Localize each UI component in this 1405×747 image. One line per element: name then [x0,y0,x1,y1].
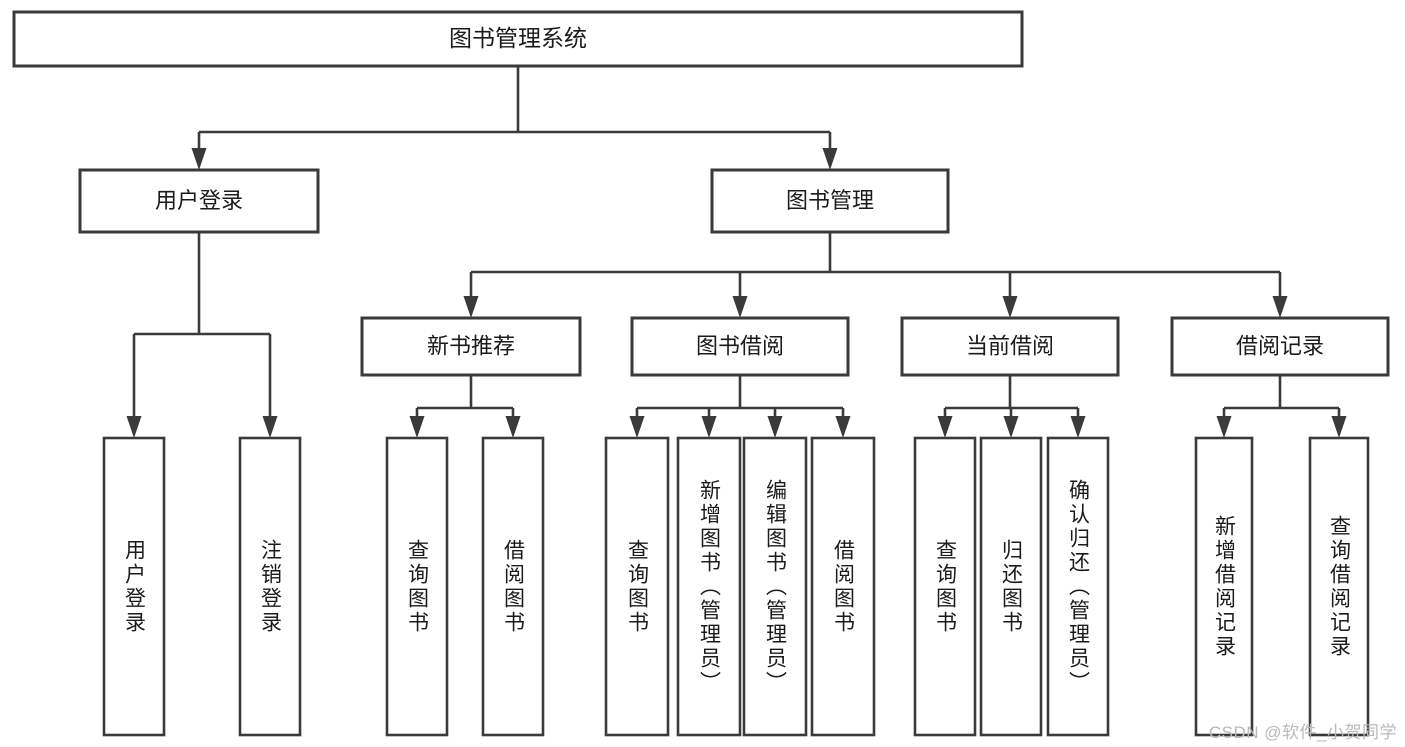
node-box-user-login[interactable] [78,168,320,234]
arrow-head-icon [463,296,479,318]
node-box-book-borrow[interactable] [630,316,850,377]
node-box-borrow-record[interactable] [1170,316,1390,377]
arrow-head-icon [262,416,278,438]
node-box-leaf-confirm-return[interactable] [1046,436,1110,737]
connector-layer [126,66,1347,438]
arrow-head-icon [732,296,748,318]
arrow-head-icon [1272,296,1288,318]
node-label-current-borrow: 当前借阅 [966,333,1054,358]
node-box-leaf-add-book[interactable] [676,436,742,737]
node-label-book-manage: 图书管理 [786,188,874,213]
node-label-new-book-rec: 新书推荐 [427,333,515,358]
arrow-head-icon [767,416,783,438]
arrow-head-icon [191,148,207,170]
node-label-user-login: 用户登录 [155,188,243,213]
node-box-book-manage[interactable] [710,168,950,234]
arrow-head-icon [1331,416,1347,438]
node-box-leaf-add-borrow-record[interactable] [1194,436,1254,737]
arrow-head-icon [1003,416,1019,438]
node-box-current-borrow[interactable] [900,316,1120,377]
arrow-head-icon [409,416,425,438]
arrow-head-icon [822,148,838,170]
node-box-leaf-query-book-rec[interactable] [385,436,449,737]
node-box-leaf-edit-book[interactable] [742,436,808,737]
node-box-leaf-user-login[interactable] [102,436,166,737]
node-box-layer [12,10,1390,737]
arrow-head-icon [505,416,521,438]
watermark-text: CSDN @软件_小贺同学 [1208,723,1397,742]
arrow-head-icon [1002,296,1018,318]
node-box-leaf-query-book-borrow[interactable] [604,436,670,737]
node-box-leaf-query-borrow-record[interactable] [1308,436,1370,737]
node-box-leaf-borrow-book-rec[interactable] [481,436,545,737]
arrow-head-icon [937,416,953,438]
arrow-head-icon [835,416,851,438]
arrow-head-icon [629,416,645,438]
node-box-leaf-return-book[interactable] [979,436,1043,737]
arrow-head-icon [1216,416,1232,438]
node-label-borrow-record: 借阅记录 [1236,333,1324,358]
arrow-head-icon [126,416,142,438]
node-box-leaf-logout[interactable] [238,436,302,737]
node-box-root[interactable] [12,10,1024,68]
node-label-book-borrow: 图书借阅 [696,333,784,358]
arrow-head-icon [1070,416,1086,438]
arrow-head-icon [701,416,717,438]
node-label-root: 图书管理系统 [449,25,587,51]
node-box-leaf-borrow-book[interactable] [810,436,876,737]
node-box-new-book-rec[interactable] [360,316,582,377]
node-box-leaf-query-book-current[interactable] [913,436,977,737]
